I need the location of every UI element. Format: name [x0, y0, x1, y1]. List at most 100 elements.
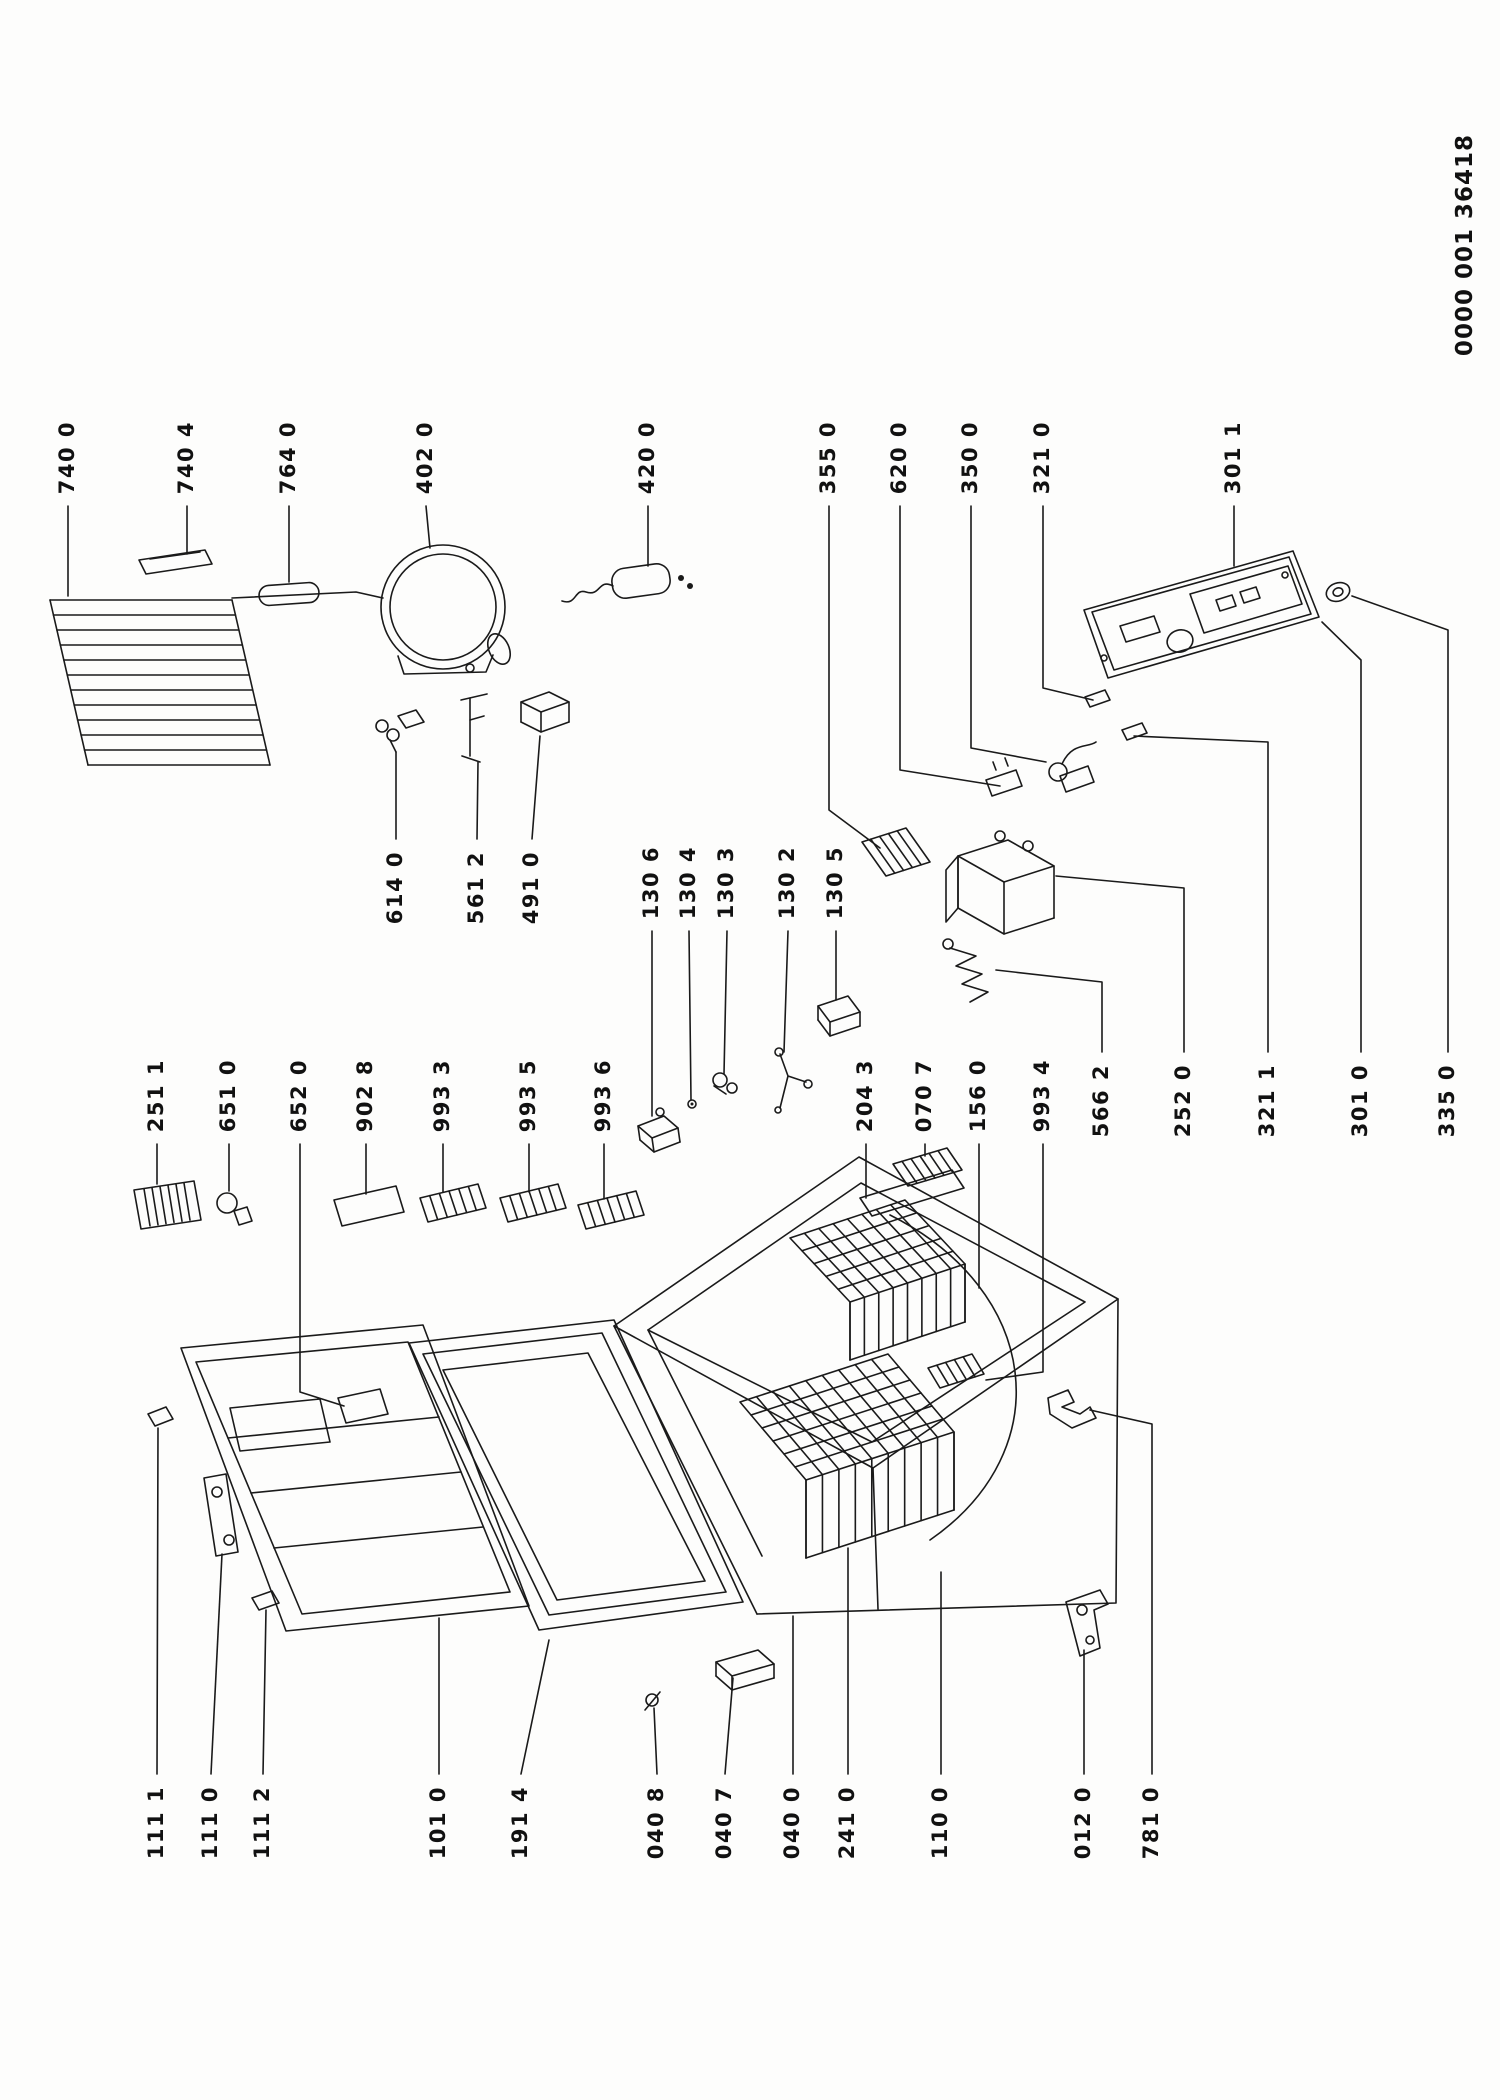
- part-label-740-0: 740 0: [55, 420, 79, 494]
- line: [625, 1192, 636, 1219]
- vent-grille-070: [892, 1147, 963, 1187]
- part-label-561-2: 561 2: [464, 851, 488, 925]
- part-label-651-0: 651 0: [216, 1058, 240, 1132]
- part-label-321-1: 321 1: [1255, 1064, 1279, 1138]
- part-label-111-1: 111 1: [144, 1786, 168, 1860]
- leader-line: [476, 761, 479, 840]
- leader-lines: [67, 505, 1449, 1775]
- line: [953, 1358, 968, 1381]
- line: [817, 1227, 880, 1294]
- part-label-251-1: 251 1: [144, 1058, 168, 1132]
- part-label-130-5: 130 5: [823, 845, 847, 919]
- box-130-6: [637, 1107, 681, 1153]
- handle-strip-251: [133, 1180, 202, 1230]
- part-label-993-5: 993 5: [516, 1058, 540, 1132]
- part-label-156-0: 156 0: [966, 1058, 990, 1132]
- leader-line: [723, 930, 728, 1075]
- leader-line: [970, 505, 1047, 763]
- condenser-coil: [49, 591, 384, 766]
- line: [167, 1184, 175, 1224]
- spring: [942, 938, 989, 1003]
- line: [518, 1192, 529, 1219]
- capacitor: [561, 562, 693, 603]
- part-label-993-6: 993 6: [591, 1058, 615, 1132]
- line: [878, 835, 905, 872]
- line: [783, 1405, 933, 1455]
- part-label-101-0: 101 0: [426, 1786, 450, 1860]
- line: [159, 1185, 167, 1225]
- pin-130-4: [687, 1099, 697, 1109]
- line: [962, 1356, 977, 1378]
- part-label-764-0: 764 0: [276, 420, 300, 494]
- line: [547, 1185, 558, 1212]
- line: [861, 1213, 923, 1280]
- line: [467, 1185, 478, 1212]
- line: [896, 829, 923, 866]
- clip-111-1: [147, 1406, 174, 1427]
- leader-line: [688, 930, 692, 1101]
- part-label-491-0: 491 0: [519, 851, 543, 925]
- line: [937, 1149, 954, 1174]
- grille-993-6: [577, 1190, 645, 1230]
- latch-781: [1047, 1389, 1097, 1429]
- part-label-012-0: 012 0: [1071, 1786, 1095, 1860]
- line: [825, 1237, 942, 1278]
- line: [901, 1160, 918, 1185]
- line: [832, 1222, 894, 1289]
- line: [438, 1192, 449, 1219]
- part-label-130-3: 130 3: [714, 845, 738, 919]
- part-label-111-2: 111 2: [250, 1786, 274, 1860]
- line: [175, 1183, 183, 1223]
- part-label-321-0: 321 0: [1030, 420, 1054, 494]
- lamp-bulb: [216, 1192, 253, 1226]
- part-label-301-1: 301 1: [1221, 420, 1245, 494]
- part-label-350-0: 350 0: [958, 420, 982, 494]
- leader-line: [724, 1677, 734, 1775]
- sensor-wire-130-2: [774, 1047, 813, 1114]
- small-fitting-614: [375, 709, 425, 753]
- part-label-402-0: 402 0: [413, 420, 437, 494]
- leader-line: [653, 1707, 658, 1775]
- sheet-902: [333, 1185, 405, 1227]
- leader-line: [1351, 595, 1449, 1053]
- part-label-191-4: 191 4: [508, 1786, 532, 1860]
- part-label-252-0: 252 0: [1171, 1064, 1195, 1138]
- line: [813, 1224, 930, 1265]
- part-label-740-4: 740 4: [174, 420, 198, 494]
- part-label-204-3: 204 3: [853, 1058, 877, 1132]
- line: [586, 1201, 597, 1228]
- junction-box-491: [520, 691, 570, 733]
- line: [928, 1152, 945, 1177]
- line: [889, 1203, 952, 1270]
- leader-line: [531, 735, 541, 840]
- document-number: 0000 001 36418: [1452, 134, 1478, 357]
- part-label-620-0: 620 0: [887, 420, 911, 494]
- line: [615, 1194, 626, 1221]
- part-label-111-0: 111 0: [198, 1786, 222, 1860]
- grommet-knob: [1325, 581, 1351, 603]
- leader-line: [425, 505, 431, 549]
- line: [803, 1232, 866, 1299]
- line: [919, 1155, 936, 1179]
- leader-line: [262, 1609, 267, 1775]
- part-label-781-0: 781 0: [1139, 1786, 1163, 1860]
- leader-line: [299, 1143, 345, 1407]
- clip-321-0: [1084, 689, 1111, 708]
- part-label-652-0: 652 0: [287, 1058, 311, 1132]
- part-label-241-0: 241 0: [835, 1786, 859, 1860]
- part-label-130-6: 130 6: [639, 845, 663, 919]
- clip-321-1: [1121, 722, 1148, 741]
- clip-111-2: [251, 1590, 280, 1611]
- control-panel: [1083, 550, 1320, 679]
- part-label-993-3: 993 3: [430, 1058, 454, 1132]
- leader-line: [1133, 735, 1269, 1053]
- line: [794, 1418, 944, 1468]
- part-label-566-2: 566 2: [1089, 1064, 1113, 1138]
- part-label-902-8: 902 8: [353, 1058, 377, 1132]
- line: [151, 1186, 159, 1226]
- line: [596, 1199, 607, 1226]
- leader-line: [828, 505, 881, 849]
- leader-line: [783, 930, 789, 1053]
- leader-line: [520, 1639, 550, 1775]
